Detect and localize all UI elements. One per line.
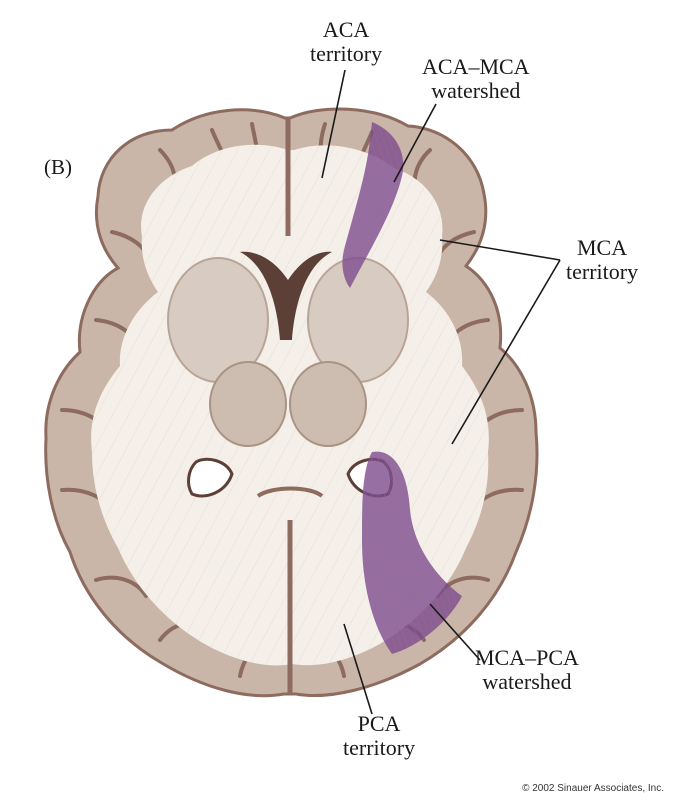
aca-territory-label-line-1: ACA bbox=[322, 17, 370, 42]
panel-letter: (B) bbox=[44, 155, 72, 179]
aca-territory-leader bbox=[321, 69, 346, 179]
aca-territory-label: ACA territory bbox=[310, 18, 382, 66]
mca-territory-label-line-2: territory bbox=[566, 259, 639, 284]
aca-mca-watershed-zone-texture bbox=[342, 122, 404, 288]
leader-lines bbox=[321, 69, 561, 715]
copyright-notice: © 2002 Sinauer Associates, Inc. bbox=[522, 783, 664, 794]
frontal-horns-ventricle bbox=[240, 251, 332, 340]
aca-mca-watershed-label-line-2: watershed bbox=[431, 78, 521, 103]
mca-pca-watershed-label-line-2: watershed bbox=[482, 669, 572, 694]
posterior-horn-left bbox=[187, 457, 234, 498]
mca-pca-watershed-label: MCA–PCA watershed bbox=[475, 646, 579, 694]
mca-pca-watershed-zone-texture bbox=[362, 451, 462, 654]
right-thalamus bbox=[289, 361, 367, 447]
pca-territory-label-line-2: territory bbox=[343, 735, 416, 760]
mca-pca-watershed-leader bbox=[429, 603, 481, 661]
pca-territory-leader bbox=[343, 623, 373, 715]
pca-territory-label: PCA territory bbox=[343, 712, 415, 760]
mca-territory-label: MCA territory bbox=[566, 236, 638, 284]
aca-mca-watershed-label-line-1: ACA–MCA bbox=[422, 54, 530, 79]
splenium bbox=[256, 486, 324, 498]
pca-territory-label-line-1: PCA bbox=[357, 711, 401, 736]
mca-territory-leader-lower bbox=[451, 259, 561, 445]
aca-mca-watershed-leader bbox=[393, 103, 437, 183]
left-thalamus bbox=[209, 361, 287, 447]
aca-territory-label-line-2: territory bbox=[310, 41, 383, 66]
mca-territory-label-line-1: MCA bbox=[576, 235, 628, 260]
aca-mca-watershed-label: ACA–MCA watershed bbox=[422, 55, 530, 103]
mca-territory-leader-upper bbox=[439, 239, 561, 261]
mca-pca-watershed-label-line-1: MCA–PCA bbox=[475, 645, 579, 670]
